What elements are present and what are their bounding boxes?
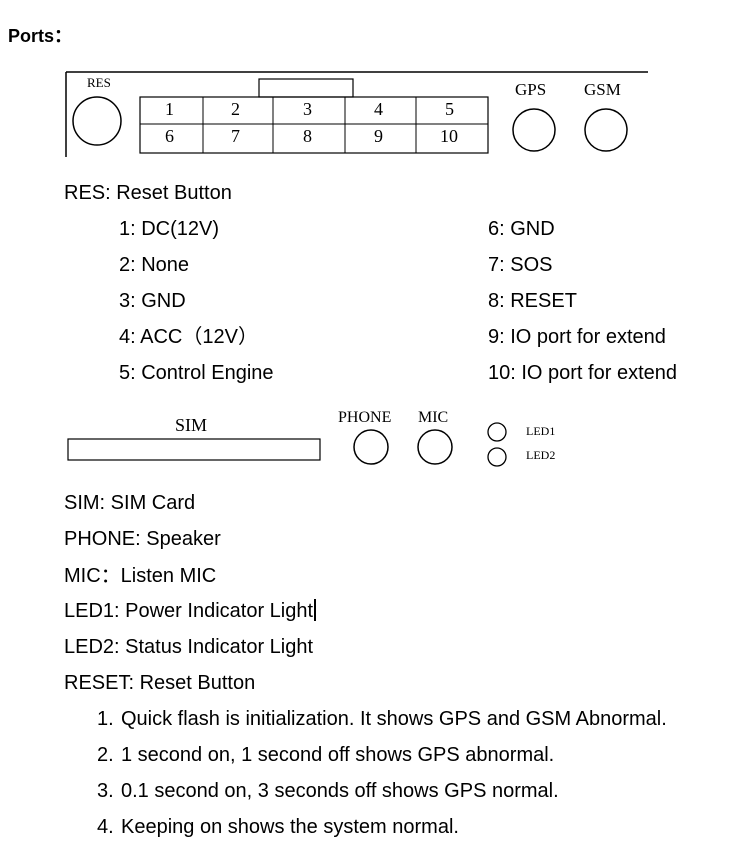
list-number: 3. bbox=[97, 780, 114, 802]
pin-desc-left: 5: Control Engine bbox=[119, 362, 274, 384]
mic-description: MIC：Listen MIC bbox=[64, 565, 217, 587]
list-item: 3. 0.1 second on, 3 seconds off shows GPS… bbox=[97, 779, 559, 803]
led2-label: LED2 bbox=[526, 448, 556, 462]
pin-desc-left: 4: ACC（12V） bbox=[119, 326, 258, 348]
list-item: 1. Quick flash is initialization. It show… bbox=[97, 707, 667, 731]
gsm-label: GSM bbox=[584, 80, 621, 99]
led1-label: LED1 bbox=[526, 424, 556, 438]
pin-desc-left: 1: DC(12V) bbox=[119, 218, 220, 240]
connector-diagram bbox=[65, 71, 648, 157]
pin-label: 4 bbox=[374, 99, 383, 119]
pin-desc-right: 6: GND bbox=[488, 218, 555, 240]
mic-label: MIC bbox=[418, 409, 449, 426]
connector-tab bbox=[258, 78, 354, 98]
pin-desc-right: 10: IO port for extend bbox=[488, 362, 677, 384]
led2-circle bbox=[487, 447, 507, 467]
pin-label: 8 bbox=[303, 126, 312, 146]
list-number: 1. bbox=[97, 708, 114, 730]
list-item: 4. Keeping on shows the system normal. bbox=[97, 815, 459, 839]
phone-label: PHONE bbox=[338, 409, 392, 426]
pin-desc-right: 9: IO port for extend bbox=[488, 326, 666, 348]
pin-label: 9 bbox=[374, 126, 383, 146]
res-description: RES: Reset Button bbox=[64, 182, 232, 204]
text-cursor bbox=[314, 599, 317, 621]
list-text: Keeping on shows the system normal. bbox=[121, 816, 459, 838]
sim-label: SIM bbox=[175, 415, 208, 435]
res-button-circle bbox=[72, 96, 122, 146]
pin-label: 2 bbox=[231, 99, 240, 119]
pin-label: 10 bbox=[440, 126, 458, 146]
connector-block bbox=[139, 96, 489, 154]
side-panel-diagram bbox=[67, 422, 507, 467]
gsm-port-circle bbox=[584, 108, 628, 152]
pin-label: 7 bbox=[231, 126, 240, 146]
page-title: Ports： bbox=[8, 26, 73, 46]
sim-description: SIM: SIM Card bbox=[64, 492, 196, 514]
list-item: 2. 1 second on, 1 second off shows GPS ab… bbox=[97, 743, 554, 767]
led1-description: LED1: Power Indicator Light bbox=[64, 599, 317, 623]
gps-label: GPS bbox=[515, 80, 547, 99]
led1-circle bbox=[487, 422, 507, 442]
pin-label: 5 bbox=[445, 99, 454, 119]
sim-slot bbox=[67, 438, 321, 461]
pin-label: 1 bbox=[165, 99, 174, 119]
list-text: 0.1 second on, 3 seconds off shows GPS n… bbox=[121, 780, 559, 802]
gps-port-circle bbox=[512, 108, 556, 152]
mic-jack-circle bbox=[417, 429, 453, 465]
pin-desc-left: 3: GND bbox=[119, 290, 186, 312]
pin-label: 3 bbox=[303, 99, 312, 119]
phone-jack-circle bbox=[353, 429, 389, 465]
res-label: RES bbox=[87, 75, 111, 90]
pin-desc-right: 8: RESET bbox=[488, 290, 577, 312]
list-text: 1 second on, 1 second off shows GPS abno… bbox=[121, 744, 555, 766]
led2-description: LED2: Status Indicator Light bbox=[64, 636, 314, 658]
list-number: 2. bbox=[97, 744, 114, 766]
reset-description: RESET: Reset Button bbox=[64, 672, 256, 694]
pin-desc-left: 2: None bbox=[119, 254, 190, 276]
pin-desc-right: 7: SOS bbox=[488, 254, 553, 276]
list-text: Quick flash is initialization. It shows … bbox=[121, 708, 667, 730]
phone-description: PHONE: Speaker bbox=[64, 528, 221, 550]
list-number: 4. bbox=[97, 816, 114, 838]
pin-label: 6 bbox=[165, 126, 174, 146]
led1-description-text: LED1: Power Indicator Light bbox=[64, 600, 314, 622]
